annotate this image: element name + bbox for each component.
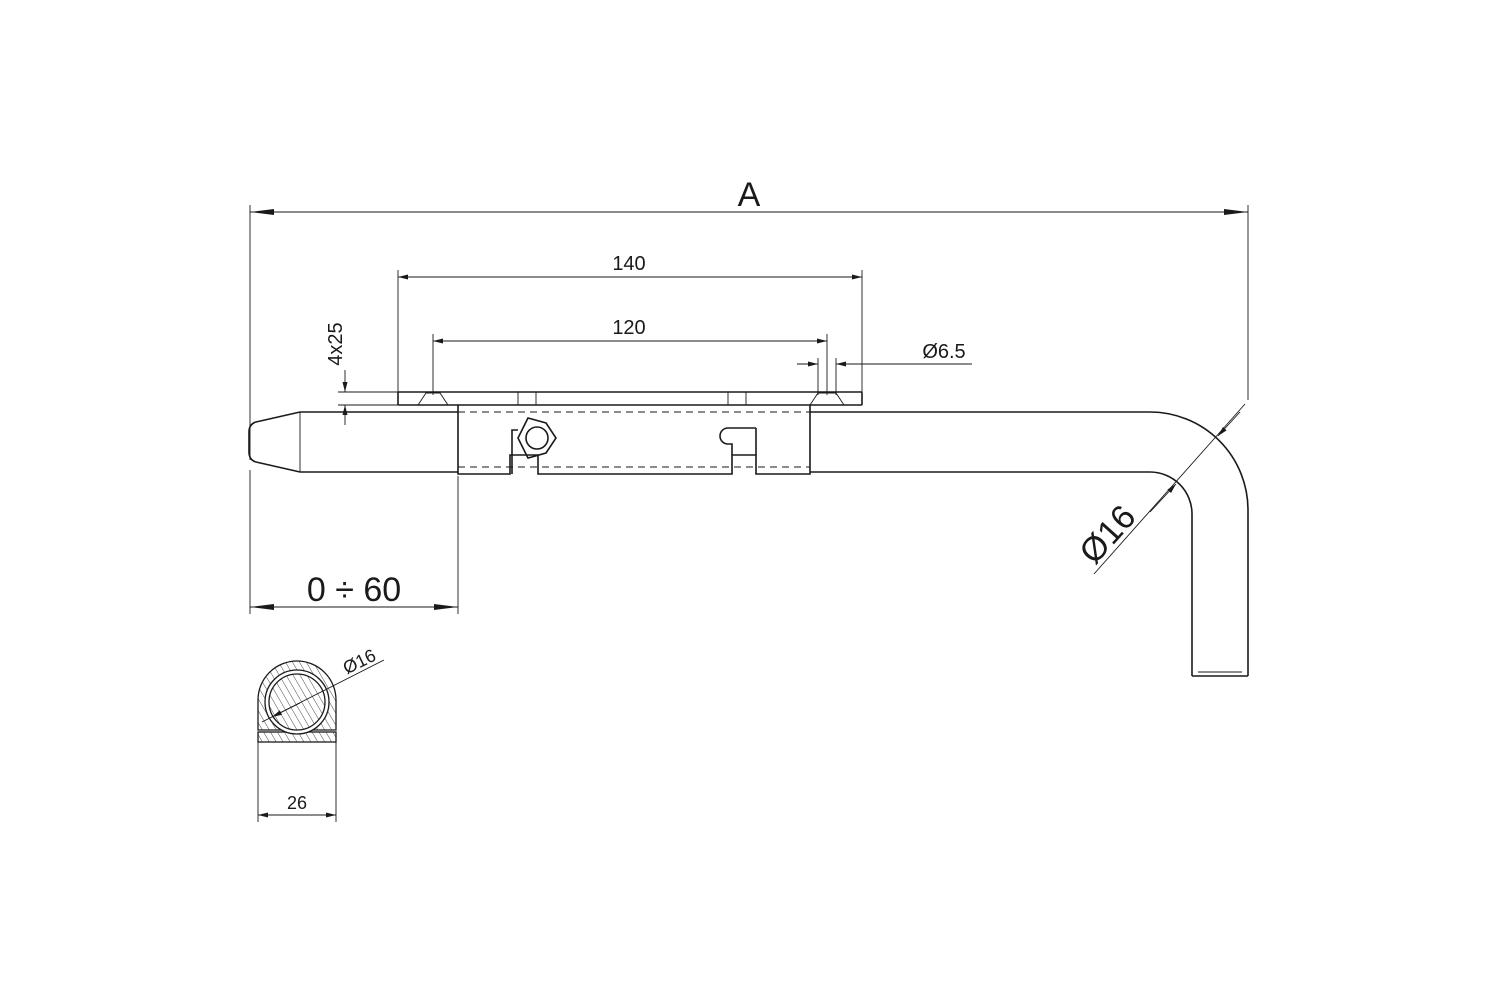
rivet-right (727, 391, 747, 406)
dimension-plate-thickness: 4x25 (325, 322, 398, 425)
hole-right (809, 392, 845, 406)
dimension-rod-diameter-label: Ø16 (1072, 498, 1143, 571)
dimension-a-label: A (738, 176, 761, 214)
handle-knob (517, 417, 557, 459)
dimension-hole-diameter-label: Ø6.5 (922, 341, 965, 363)
cross-section-view: Ø16 26 (257, 645, 385, 822)
rod-bend (1149, 411, 1249, 676)
dimension-overall-length: A (249, 176, 1249, 460)
hole-left (417, 392, 449, 406)
rod-tip (248, 411, 301, 473)
dimension-120-label: 120 (612, 317, 645, 339)
mounting-plate (397, 391, 863, 406)
dimension-rod-diameter: Ø16 (1072, 403, 1246, 575)
section-width-label: 26 (287, 793, 307, 813)
dimension-4x25-label: 4x25 (325, 322, 347, 365)
bolt-side-view (248, 391, 1249, 677)
dimension-hole-spacing: 120 (432, 317, 828, 395)
slot (719, 427, 756, 455)
dimension-140-label: 140 (612, 253, 645, 275)
section-diameter-label: Ø16 (340, 645, 379, 678)
dimension-travel: 0 ÷ 60 (249, 470, 459, 614)
dimension-travel-label: 0 ÷ 60 (307, 571, 401, 609)
dimension-hole-diameter: Ø6.5 (797, 341, 972, 395)
rivet-left (517, 391, 537, 406)
dimension-plate-length: 140 (397, 253, 863, 392)
sleeve-body (457, 405, 811, 475)
section-rod (268, 673, 326, 731)
